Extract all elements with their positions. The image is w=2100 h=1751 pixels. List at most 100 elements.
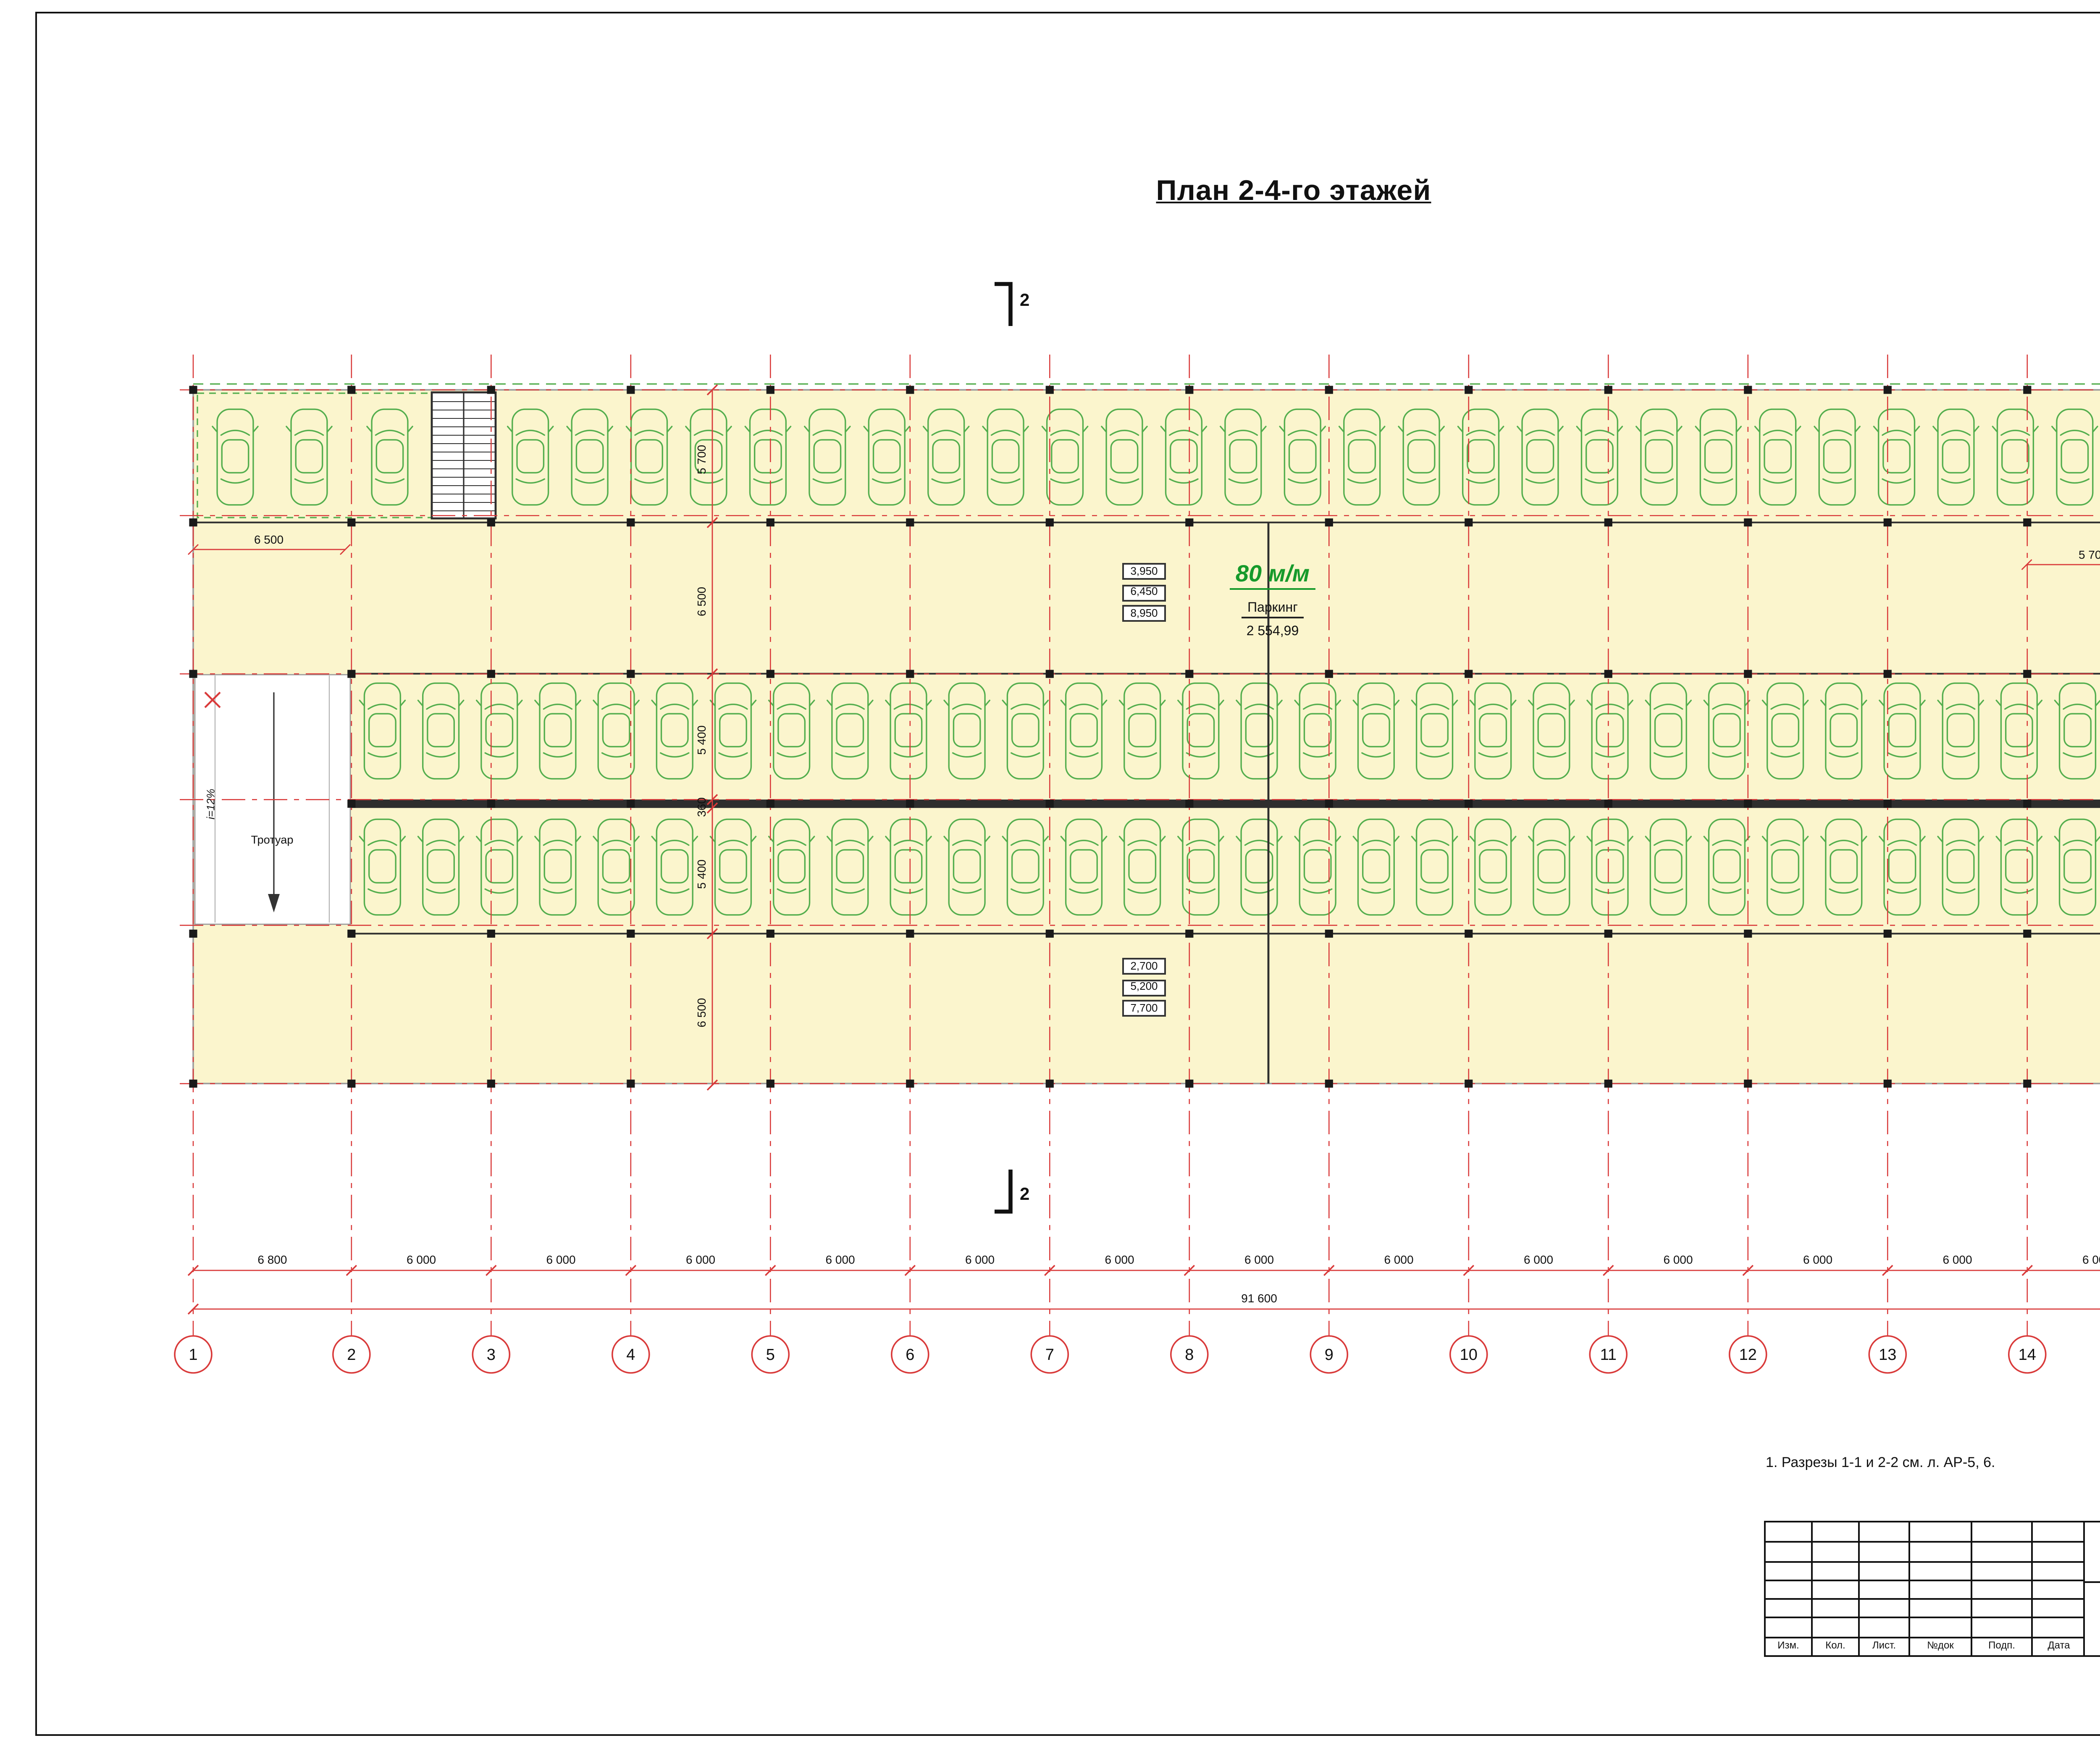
dim-tick	[706, 384, 718, 396]
column-marker	[1185, 518, 1194, 527]
column-marker	[1744, 799, 1752, 808]
dim-label: 6 000	[965, 1253, 995, 1266]
column-marker	[1604, 518, 1612, 527]
titleblock-cell	[1910, 1598, 1972, 1617]
elevation-mark: 2,700	[1122, 958, 1166, 975]
titleblock-cell	[1972, 1617, 2033, 1636]
titleblock-cell	[1813, 1598, 1860, 1617]
column-marker	[1465, 1079, 1473, 1088]
column-marker	[189, 386, 197, 394]
column-marker	[1185, 1079, 1194, 1088]
column-marker	[1325, 1079, 1333, 1088]
titleblock-cell	[1766, 1560, 1813, 1580]
dim-label: 6 000	[1524, 1253, 1553, 1266]
dim-label: 6 000	[1384, 1253, 1414, 1266]
axis-bubble	[1589, 1335, 1628, 1374]
column-marker	[487, 799, 495, 808]
column-marker	[2023, 799, 2032, 808]
dim-label: 6 000	[686, 1253, 715, 1266]
column-marker	[189, 1079, 197, 1088]
column-marker	[906, 799, 914, 808]
dim-tick	[765, 1265, 776, 1276]
column-marker	[1045, 518, 1054, 527]
column-marker	[487, 518, 495, 527]
elevation-mark: 8,950	[1122, 605, 1166, 622]
titleblock-cell	[1813, 1560, 1860, 1580]
dim-label: 5 700	[695, 445, 708, 474]
axis-bubble-label: 6	[906, 1346, 914, 1364]
titleblock-cell	[1766, 1617, 1813, 1636]
walls	[193, 391, 2100, 1084]
titleblock-cell	[1766, 1579, 1813, 1599]
section-flag-2-top	[995, 282, 1013, 326]
column-marker	[1883, 518, 1892, 527]
elevation-mark: 6,450	[1122, 584, 1166, 601]
dim-label: 6 000	[1942, 1253, 1972, 1266]
column-marker	[1883, 799, 1892, 808]
column-marker	[1185, 799, 1194, 808]
column-marker	[1325, 386, 1333, 394]
titleblock-cell	[1972, 1522, 2033, 1542]
axis-bubble	[1170, 1335, 1209, 1374]
grid-lines	[180, 355, 2100, 1336]
axis-bubble	[174, 1335, 213, 1374]
titleblock-cell	[2033, 1522, 2085, 1541]
drawing-note: 1. Разрезы 1-1 и 2-2 см. л. АР-5, 6.	[1766, 1454, 1995, 1470]
dim-tick	[1882, 1265, 1893, 1276]
dim-tick	[1044, 1265, 1055, 1276]
dim-tick	[706, 928, 718, 939]
column-marker	[627, 1079, 635, 1088]
titleblock-cell	[1910, 1617, 1972, 1636]
column-marker	[906, 670, 914, 678]
titleblock-right: Высоцкого/46-1/2019 - АР Паркинг со встр…	[2085, 1522, 2100, 1655]
column-marker	[906, 1079, 914, 1088]
column-marker	[347, 386, 356, 394]
column-marker	[766, 929, 774, 938]
elevation-mark: 5,200	[1122, 979, 1166, 996]
dim-tick	[1603, 1265, 1614, 1276]
column-marker	[1744, 386, 1752, 394]
dim-label: 6 000	[1244, 1253, 1274, 1266]
dim-label: 6 500	[695, 998, 708, 1028]
project-description: Паркинг со встроенными помещениями на уг…	[2085, 1583, 2100, 1655]
column-marker	[1465, 929, 1473, 938]
column-marker	[1604, 929, 1612, 938]
column-marker	[766, 670, 774, 678]
titleblock-cell	[1813, 1579, 1860, 1599]
titleblock-cell	[1766, 1522, 1813, 1542]
section-flag-2-bottom	[995, 1170, 1013, 1214]
dim-label: 6 000	[1803, 1253, 1832, 1266]
cross-mark-left	[204, 691, 221, 708]
titleblock-cell	[1766, 1541, 1813, 1561]
axis-bubble-label: 4	[626, 1346, 635, 1364]
dim-tick	[904, 1265, 916, 1276]
section-label-2-top: 2	[1020, 290, 1029, 310]
dim-tick	[1742, 1265, 1754, 1276]
column-marker	[1604, 799, 1612, 808]
column-marker	[1185, 929, 1194, 938]
axis-bubble-label: 14	[2019, 1346, 2036, 1364]
elevation-marks-top: 3,950 6,450 8,950	[1122, 563, 1166, 622]
axis-bubble	[891, 1335, 929, 1374]
dim-label: 6 000	[2082, 1253, 2100, 1266]
dim-tick	[1463, 1265, 1475, 1276]
column-marker	[1883, 386, 1892, 394]
column-marker	[627, 386, 635, 394]
column-marker	[1744, 929, 1752, 938]
wall-middle	[351, 799, 2100, 808]
titleblock-cell	[1813, 1617, 1860, 1636]
dim-label: 5 400	[695, 726, 708, 755]
column-marker	[1744, 1079, 1752, 1088]
dim-tick	[340, 544, 351, 555]
document-number: Высоцкого/46-1/2019 - АР	[2085, 1522, 2100, 1583]
room-tag: 80 м/м Паркинг 2 554,99	[1184, 560, 1361, 639]
column-marker	[1744, 670, 1752, 678]
drawing-title: План 2-4-го этажей	[1156, 175, 1431, 207]
dim-label: 360	[695, 797, 708, 817]
dimensions-static	[188, 544, 2100, 708]
column-marker	[1325, 518, 1333, 527]
titleblock-cell	[2033, 1541, 2085, 1560]
dim-tick	[188, 544, 199, 555]
dim-label: 91 600	[1241, 1292, 1277, 1305]
